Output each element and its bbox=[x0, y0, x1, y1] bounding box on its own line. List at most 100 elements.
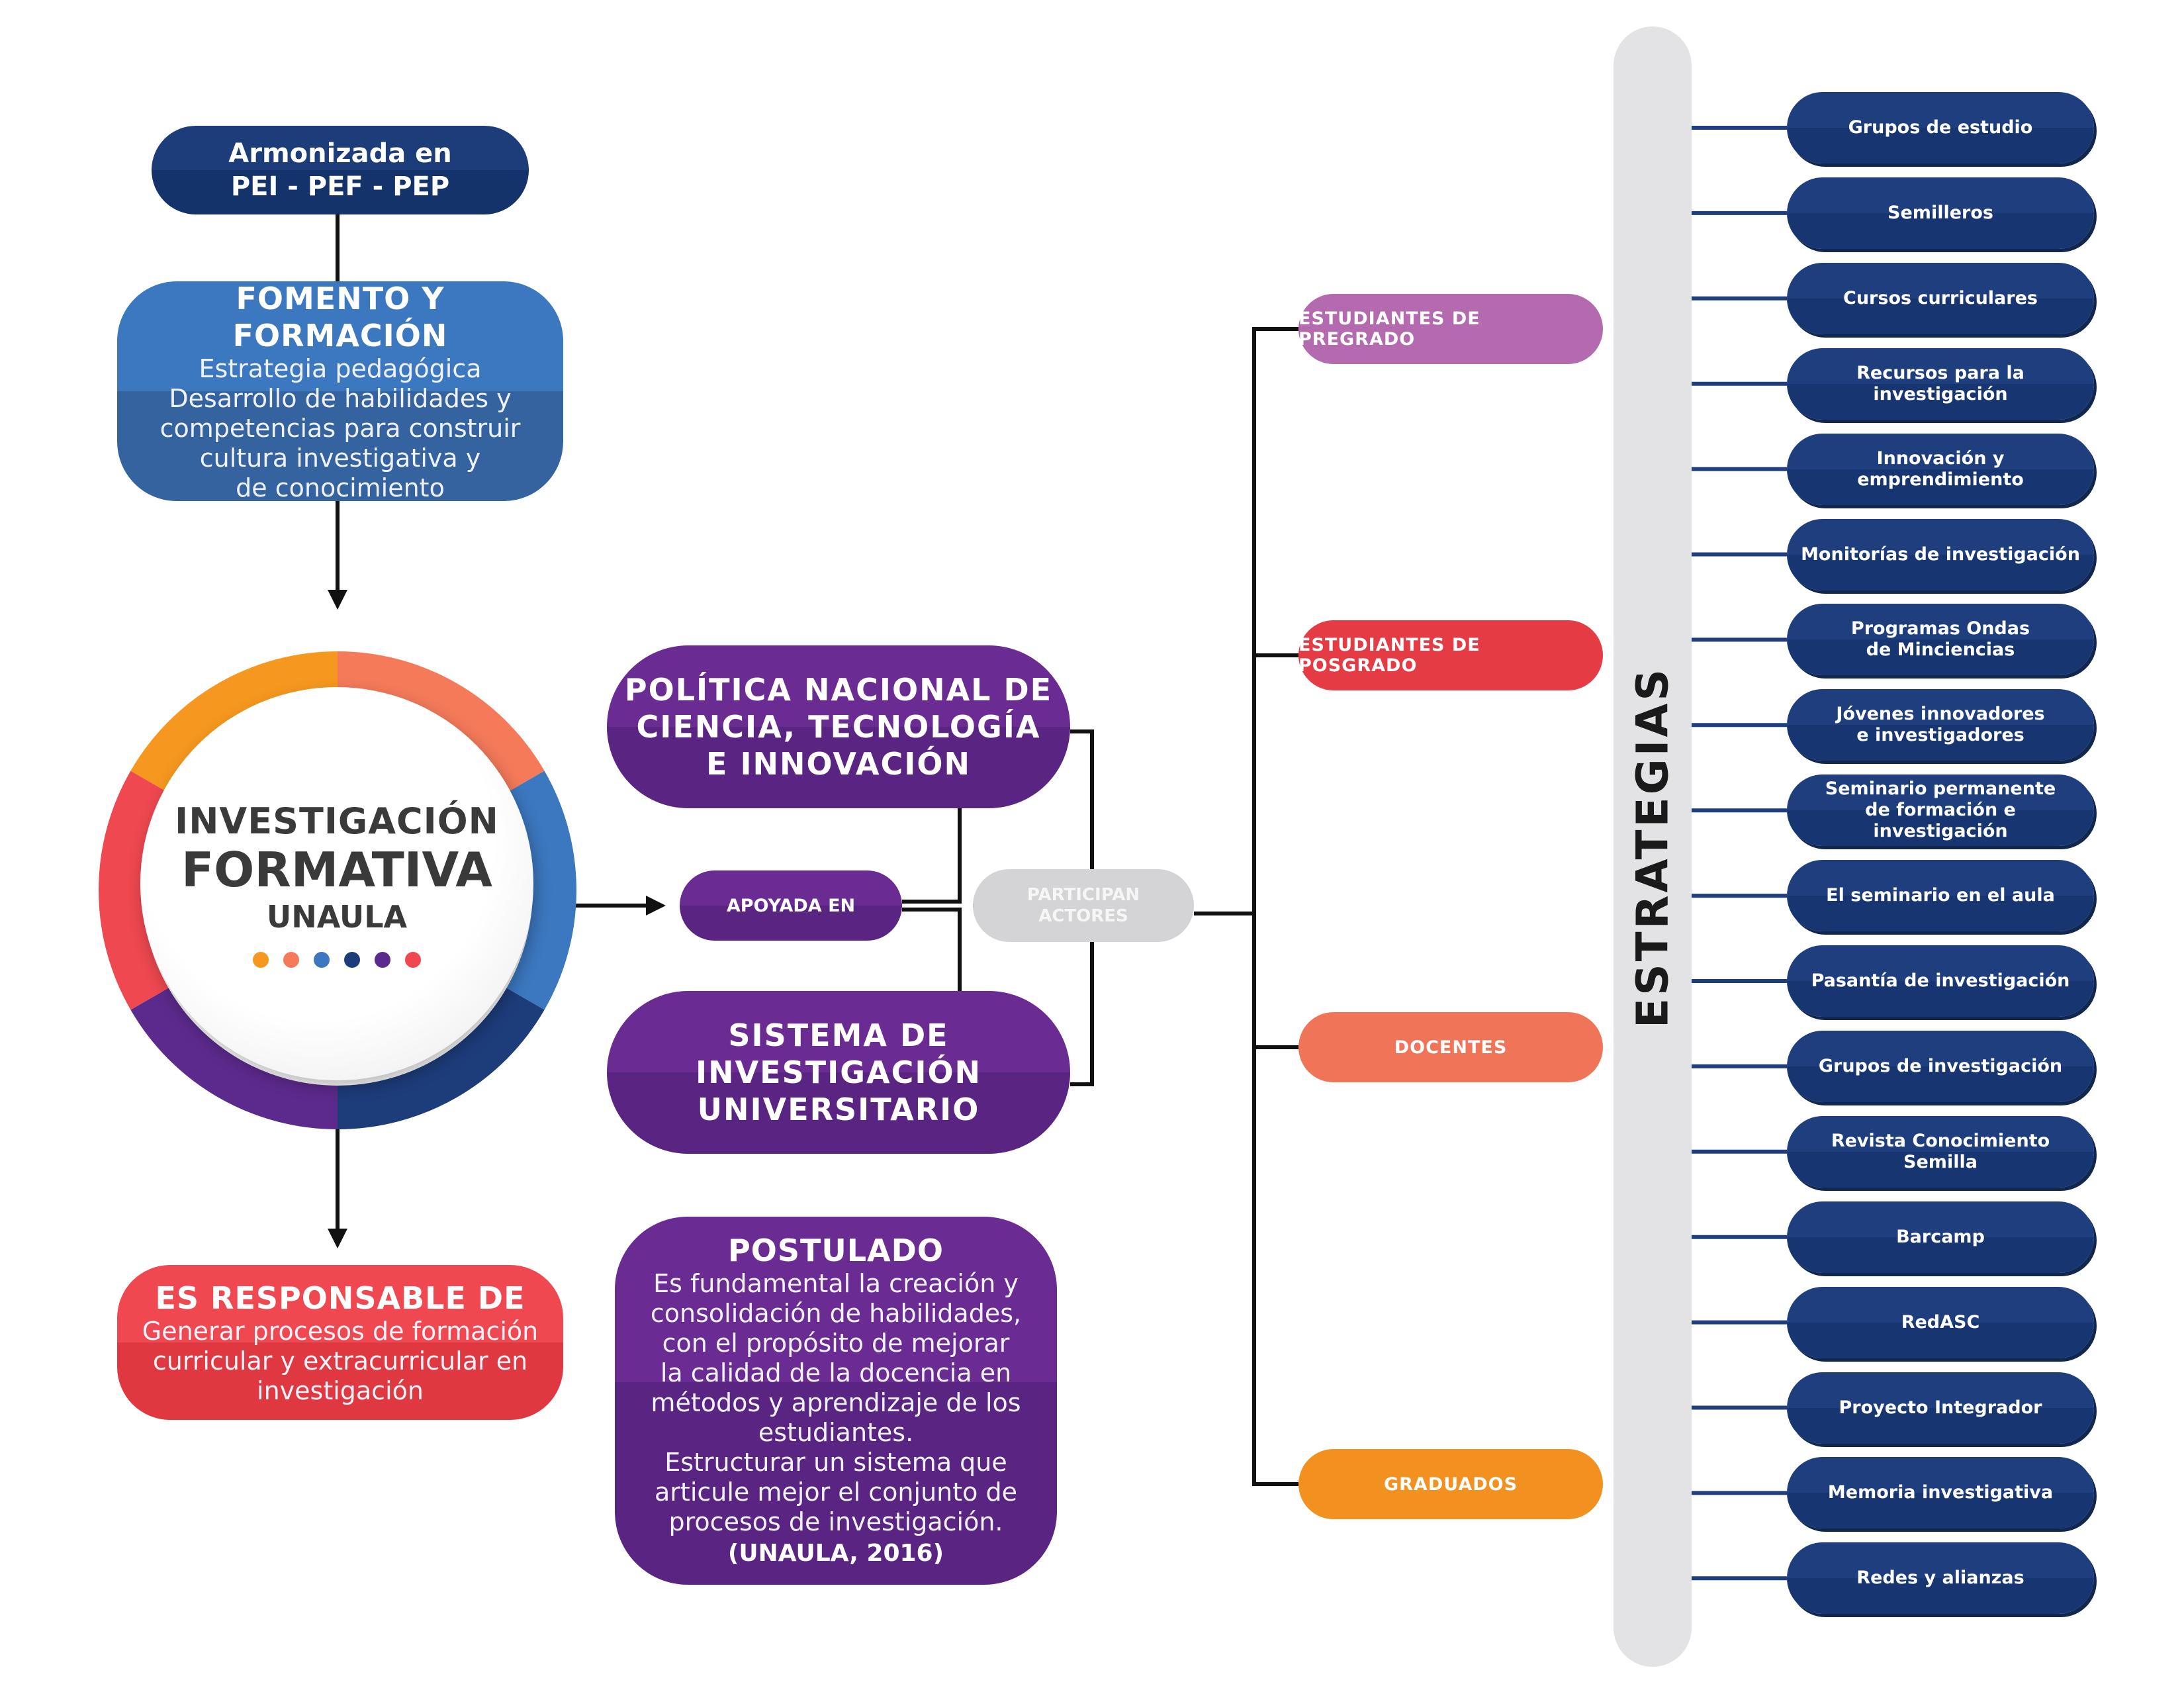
politica-line: POLÍTICA NACIONAL DE bbox=[624, 672, 1053, 708]
line-apoyada-sistema bbox=[902, 908, 962, 991]
postulado-line: la calidad de la docencia en bbox=[660, 1358, 1012, 1387]
strategy-item: Innovación y emprendimiento bbox=[1787, 433, 2094, 505]
actor-docentes: DOCENTES bbox=[1298, 1012, 1603, 1082]
postulado-line: Estructurar un sistema que bbox=[664, 1447, 1007, 1477]
line-apoyada-politica bbox=[902, 808, 962, 904]
politica-line: CIENCIA, TECNOLOGÍA bbox=[636, 709, 1041, 745]
participan-line-1: PARTICIPAN bbox=[1026, 885, 1140, 905]
color-dot bbox=[253, 952, 269, 968]
strategy-label: Grupos de investigación bbox=[1818, 1055, 2063, 1076]
strategy-item: Redes y alianzas bbox=[1787, 1542, 2094, 1615]
strategy-label: Grupos de estudio bbox=[1848, 117, 2033, 138]
harmonized-line-1: Armonizada en bbox=[228, 138, 452, 169]
strategy-label: Barcamp bbox=[1896, 1226, 1985, 1247]
strategy-label: Memoria investigativa bbox=[1827, 1482, 2054, 1503]
strategy-label: Redes y alianzas bbox=[1856, 1568, 2025, 1589]
responsable-line: curricular y extracurricular en bbox=[152, 1346, 528, 1376]
fomento-line: de conocimiento bbox=[236, 473, 445, 502]
strategy-label: Semilleros bbox=[1888, 202, 1993, 223]
ring-segment bbox=[337, 651, 545, 793]
participan-line-2: ACTORES bbox=[1038, 906, 1128, 926]
ring-segment bbox=[130, 651, 338, 793]
sistema-line: INVESTIGACIÓN bbox=[695, 1055, 982, 1090]
actor-pregrado: ESTUDIANTES DE PREGRADO bbox=[1298, 294, 1603, 364]
fomento-line: cultura investigativa y bbox=[199, 443, 481, 473]
strategy-item: Grupos de investigación bbox=[1787, 1030, 2094, 1102]
sistema-line: SISTEMA DE bbox=[728, 1017, 949, 1053]
strategy-label: de formación e investigación bbox=[1865, 800, 2016, 842]
responsable-box: ES RESPONSABLE DE Generar procesos de fo… bbox=[117, 1265, 563, 1420]
strategy-label: RedASC bbox=[1901, 1311, 1980, 1333]
responsable-line: investigación bbox=[257, 1376, 424, 1405]
strategy-label: e investigadores bbox=[1856, 725, 2025, 746]
postulado-line: procesos de investigación. bbox=[668, 1507, 1003, 1536]
postulado-line: métodos y aprendizaje de los bbox=[651, 1387, 1021, 1417]
strategy-item: Recursos para la investigación bbox=[1787, 348, 2094, 420]
strategy-label: Monitorías de investigación bbox=[1801, 543, 2080, 565]
apoyada-en-label: APOYADA EN bbox=[726, 895, 856, 916]
center-title-line-2: FORMATIVA bbox=[181, 842, 493, 898]
fomento-line: Desarrollo de habilidades y bbox=[169, 383, 512, 413]
participan-actores-pill: PARTICIPAN ACTORES bbox=[973, 869, 1194, 942]
ring-segment bbox=[99, 771, 169, 1010]
strategy-label: Jóvenes innovadores bbox=[1836, 704, 2045, 725]
apoyada-en-pill: APOYADA EN bbox=[680, 870, 902, 941]
center-title-line-1: INVESTIGACIÓN bbox=[175, 800, 499, 842]
sistema-box: SISTEMA DE INVESTIGACIÓN UNIVERSITARIO bbox=[607, 991, 1070, 1154]
color-dot bbox=[375, 952, 390, 968]
fomento-line: Estrategia pedagógica bbox=[199, 353, 482, 383]
strategy-item: RedASC bbox=[1787, 1286, 2094, 1358]
strategy-item: Pasantía de investigación bbox=[1787, 945, 2094, 1017]
strategy-label: de Minciencias bbox=[1866, 639, 2015, 661]
postulado-line: Es fundamental la creación y bbox=[653, 1268, 1019, 1298]
strategy-label: El seminario en el aula bbox=[1826, 885, 2055, 906]
actor-pregrado-label: ESTUDIANTES DE PREGRADO bbox=[1298, 308, 1480, 350]
postulado-line: estudiantes. bbox=[758, 1417, 914, 1447]
strategy-item: El seminario en el aula bbox=[1787, 860, 2094, 932]
color-dot bbox=[314, 952, 330, 968]
strategy-label: Proyecto Integrador bbox=[1839, 1397, 2042, 1418]
center-circle: INVESTIGACIÓN FORMATIVA UNAULA bbox=[140, 687, 533, 1080]
harmonized-box: Armonizada en PEI - PEF - PEP bbox=[152, 126, 529, 214]
strategy-label: Seminario permanente bbox=[1825, 778, 2056, 800]
actor-posgrado: ESTUDIANTES DE POSGRADO bbox=[1298, 620, 1603, 690]
color-dot bbox=[344, 952, 360, 968]
strategy-item: Barcamp bbox=[1787, 1201, 2094, 1273]
postulado-line: articule mejor el conjunto de bbox=[655, 1477, 1017, 1507]
strategy-label: Cursos curriculares bbox=[1843, 287, 2038, 308]
postulado-title: POSTULADO bbox=[728, 1232, 944, 1268]
strategy-item: Semilleros bbox=[1787, 177, 2094, 249]
strategies-rail bbox=[1614, 26, 1692, 1667]
actor-docentes-label: DOCENTES bbox=[1394, 1037, 1508, 1058]
strategies-title: ESTRATEGIAS bbox=[1627, 667, 1678, 1028]
strategy-label: Recursos para la investigación bbox=[1856, 362, 2025, 404]
strategy-item: Memoria investigativa bbox=[1787, 1457, 2094, 1529]
postulado-line: con el propósito de mejorar bbox=[662, 1328, 1010, 1358]
postulado-line: consolidación de habilidades, bbox=[650, 1298, 1022, 1328]
politica-box: POLÍTICA NACIONAL DE CIENCIA, TECNOLOGÍA… bbox=[607, 645, 1070, 808]
strategy-item: Grupos de estudio bbox=[1787, 92, 2094, 164]
actor-posgrado-label: ESTUDIANTES DE POSGRADO bbox=[1298, 635, 1480, 676]
ring-segment bbox=[506, 771, 576, 1010]
postulado-reference: (UNAULA, 2016) bbox=[727, 1539, 944, 1567]
color-dot bbox=[283, 952, 299, 968]
strategy-label: Innovación y emprendimiento bbox=[1857, 447, 2024, 490]
strategy-item: Cursos curriculares bbox=[1787, 262, 2094, 334]
actor-graduados: GRADUADOS bbox=[1298, 1449, 1603, 1519]
politica-line: E INNOVACIÓN bbox=[706, 746, 971, 782]
strategy-label: Programas Ondas bbox=[1850, 618, 2030, 639]
strategy-label: Pasantía de investigación bbox=[1811, 970, 2070, 991]
fomento-box: FOMENTO Y FORMACIÓN Estrategia pedagógic… bbox=[117, 281, 563, 502]
color-dot bbox=[405, 952, 421, 968]
strategy-item: Proyecto Integrador bbox=[1787, 1372, 2094, 1444]
strategy-item: Monitorías de investigación bbox=[1787, 518, 2094, 590]
center-title-line-3: UNAULA bbox=[266, 899, 408, 935]
harmonized-line-2: PEI - PEF - PEP bbox=[230, 171, 450, 202]
strategy-item: Revista Conocimiento Semilla bbox=[1787, 1115, 2094, 1188]
fomento-line: competencias para construir bbox=[159, 413, 521, 443]
